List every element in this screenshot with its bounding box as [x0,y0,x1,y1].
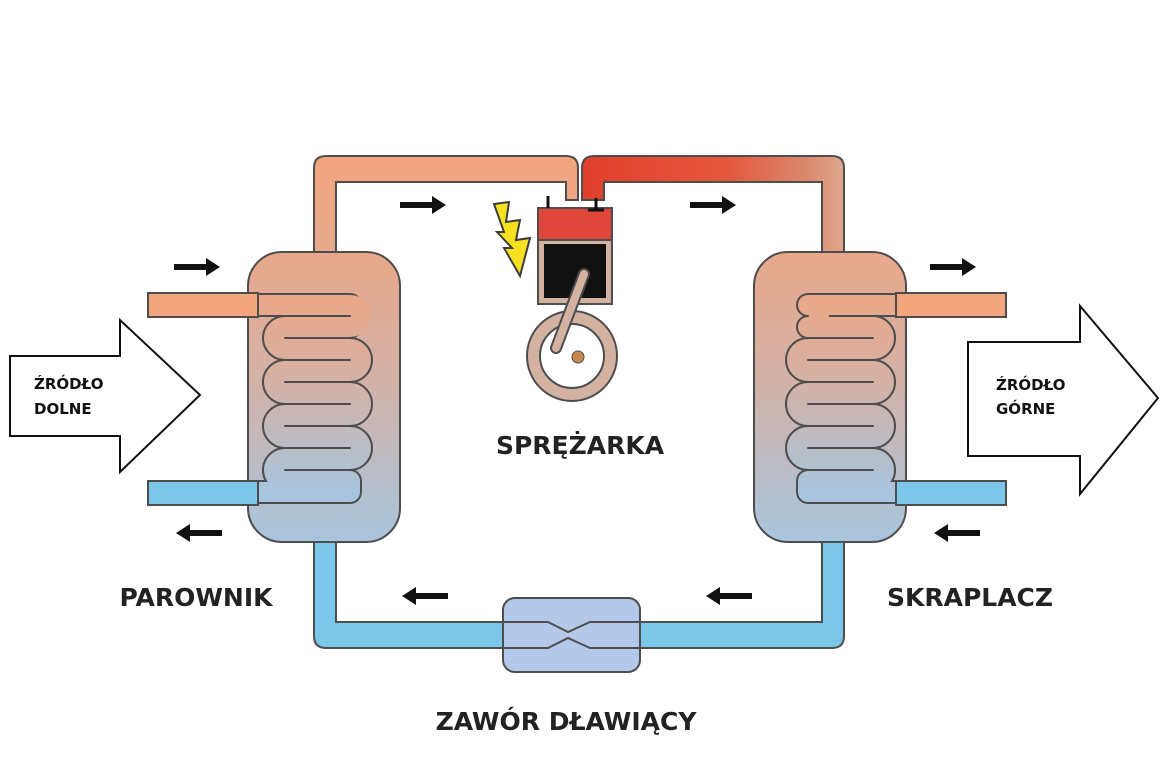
flow-arrow-icon [930,258,976,276]
electricity-bolt-icon [492,200,532,279]
upper-source-arrow [967,303,1160,497]
crank-pin [571,350,585,364]
lower-source-label-line2: DOLNE [34,400,92,418]
connecting-rod-fill [552,270,588,352]
flow-arrow-icon [402,587,448,605]
evaporator-outlet-pipe [147,480,259,506]
lower-source-arrow [9,317,202,475]
upper-source-label-line2: GÓRNE [996,399,1055,418]
compressor-label: SPRĘŻARKA [496,431,665,460]
condenser-inlet-pipe [895,480,1007,506]
evaporator-label: PAROWNIK [119,583,274,612]
flow-arrows [174,196,980,605]
expansion-valve-label: ZAWÓR DŁAWIĄCY [436,706,698,736]
flow-arrow-icon [706,587,752,605]
compressor [526,196,618,402]
valve-throat [503,621,640,634]
expansion-valve [502,597,641,673]
condenser-label: SKRAPLACZ [887,583,1053,612]
lower-source-label-line1: ŹRÓDŁO [34,374,103,393]
discharge-pipe [581,155,845,263]
valve-throat-bottom [503,636,640,649]
condenser-outlet-pipe [895,292,1007,318]
flow-arrow-icon [690,196,736,214]
suction-pipe [313,155,579,263]
condenser-coil-fill [787,295,1006,502]
evaporator-coil-fill [148,295,371,502]
valve-body [502,597,641,673]
flow-arrow-icon [176,524,222,542]
evaporator-inlet-pipe [147,292,259,318]
flow-arrow-icon [400,196,446,214]
flow-arrow-icon [934,524,980,542]
evaporator [147,251,401,543]
flow-arrow-icon [174,258,220,276]
condenser [753,251,1007,543]
upper-source-label-line1: ŹRÓDŁO [996,375,1065,394]
